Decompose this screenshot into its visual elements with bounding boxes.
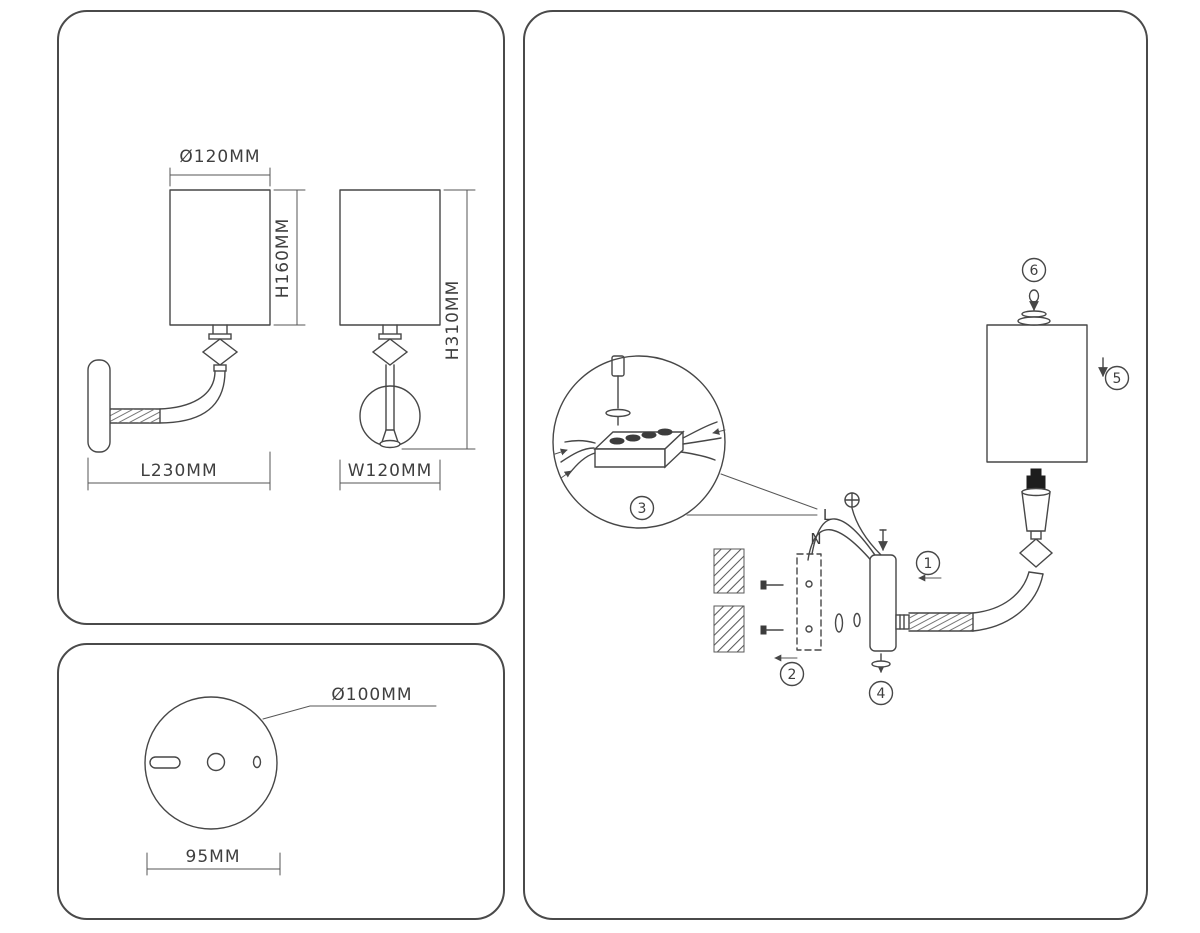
dim-shade-diameter-group: Ø120MM [169, 147, 271, 187]
dimension-views-drawing: Ø120MM H160MM L230MM [87, 147, 476, 491]
backplate-circle [144, 696, 278, 830]
lamp-arm [895, 571, 1044, 632]
label-shade-diameter: Ø120MM [179, 147, 260, 167]
backplate-view: Ø100MM [144, 685, 437, 830]
front-stem-ornament [201, 338, 239, 366]
step-4-number: 4 [877, 686, 886, 702]
step-6-number: 6 [1030, 263, 1039, 279]
panel-assembly-steps: 3 [523, 10, 1148, 920]
label-mount-spacing: 95MM [186, 847, 241, 867]
step-2-badge: 2 [779, 661, 805, 687]
keyhole [252, 755, 262, 769]
front-wall-plate [87, 359, 111, 453]
label-width: W120MM [348, 461, 433, 481]
label-length: L230MM [140, 461, 217, 481]
panel-backplate-view: Ø100MM 95MM [57, 643, 505, 920]
dim-total-height-group: H310MM [401, 189, 476, 450]
front-view [87, 189, 271, 453]
step-3-number: 3 [638, 501, 647, 517]
wires-right [680, 421, 726, 461]
supply-wires: L N [807, 492, 882, 566]
socket-assembly [1018, 468, 1054, 568]
terminal-block [593, 428, 685, 469]
wiring-detail-zoom: 3 [552, 355, 818, 529]
panel-dimension-views: Ø120MM H160MM L230MM [57, 10, 505, 625]
side-stem-ornament [371, 338, 409, 366]
label-total-height: H310MM [443, 280, 463, 361]
front-shade [169, 189, 271, 326]
step-2-number: 2 [788, 667, 797, 683]
step-4-badge: 4 [868, 680, 894, 706]
label-shade-height: H160MM [273, 218, 293, 299]
label-wire-neutral: N [810, 530, 821, 548]
step-3-badge: 3 [629, 495, 655, 521]
ground-screw-icon [844, 492, 860, 508]
screwdriver-icon [605, 355, 631, 426]
mount-slot [149, 756, 181, 769]
step-5-number: 5 [1113, 371, 1122, 387]
assembly-shade [986, 324, 1088, 463]
dim-width-group: W120MM [339, 459, 441, 491]
center-hole [206, 752, 226, 772]
backplate-drawing: Ø100MM 95MM [144, 685, 437, 876]
shade-assembly: 5 [986, 324, 1130, 463]
wall-section [713, 548, 745, 653]
mounting-bracket: 2 [760, 553, 822, 687]
arm-ornament [1018, 538, 1054, 568]
dim-length-group: L230MM [87, 451, 271, 491]
lamp-canopy: 4 1 [834, 529, 942, 706]
label-wire-live: L [823, 506, 832, 524]
step-1-number: 1 [924, 556, 933, 572]
side-shade [339, 189, 441, 326]
side-view [339, 189, 441, 449]
finial-assembly: 6 [1017, 257, 1051, 326]
finial-knob [1028, 289, 1040, 303]
label-plate-diameter: Ø100MM [331, 685, 412, 705]
wires-left [554, 439, 596, 479]
step-1-badge: 1 [915, 550, 941, 576]
step-5-badge: 5 [1104, 365, 1130, 391]
dim-mount-spacing-group: 95MM [146, 847, 281, 876]
step-6-badge: 6 [1021, 257, 1047, 283]
assembly-drawing: 3 [552, 257, 1130, 706]
dim-shade-height-group: H160MM [273, 189, 306, 326]
